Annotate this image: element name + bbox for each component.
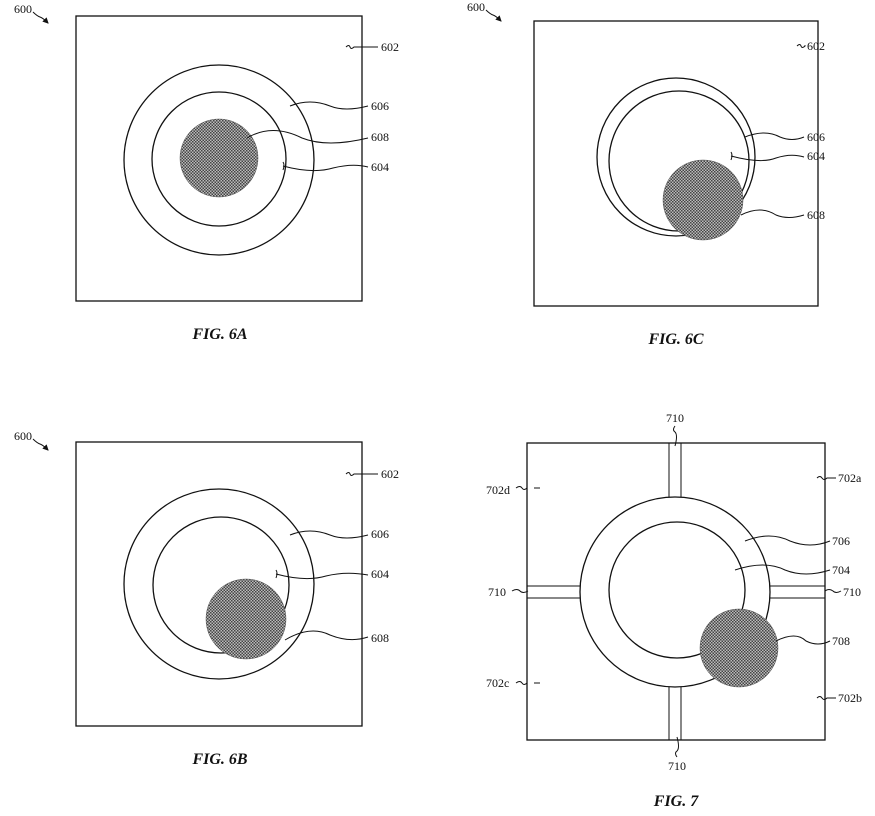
arrow-600 [32,438,49,451]
label-604: 604 [807,149,825,163]
spot-608 [205,578,287,660]
label-602: 602 [381,40,399,54]
label-608: 608 [807,208,825,222]
leader-608 [740,209,805,218]
leader-602 [796,44,807,48]
label-606: 606 [371,527,389,541]
leader-608 [284,630,369,641]
label-604: 604 [371,160,389,174]
spot-608 [179,118,259,198]
caption-fig-7: FIG. 7 [653,793,699,810]
figure-6c: 600 602 606 604 608 FIG. 6C [467,0,825,348]
label-706: 706 [832,534,850,548]
label-604: 604 [371,567,389,581]
caption-fig-6c: FIG. 6C [647,331,703,348]
leader-606 [289,530,369,539]
leader-702c [515,681,540,685]
label-606: 606 [371,99,389,113]
label-710-right: 710 [843,585,861,599]
label-702b: 702b [838,691,862,705]
arrow-600 [485,9,502,22]
label-710-bottom: 710 [668,759,686,773]
label-710-left: 710 [488,585,506,599]
leader-604 [730,151,805,162]
label-600: 600 [14,2,32,16]
label-606: 606 [807,130,825,144]
leader-608 [246,130,369,144]
leader-604 [275,569,369,580]
leader-710-bottom [675,736,679,758]
figure-6a: 600 602 606 608 604 FIG. 6A [14,2,399,343]
caption-fig-6b: FIG. 6B [191,751,247,768]
label-602: 602 [381,467,399,481]
leader-706 [744,535,831,546]
leader-708 [775,635,831,645]
leader-710-top [673,425,677,447]
spot-608 [662,159,744,241]
arrow-600 [32,11,49,24]
leader-702d [515,486,540,490]
channels-710 [527,443,825,740]
label-602: 602 [807,39,825,53]
leader-710-left [511,589,529,593]
leader-710-right [824,589,842,593]
leader-702b [816,696,836,700]
caption-fig-6a: FIG. 6A [191,326,247,343]
leader-704 [734,564,831,575]
figure-6b: 600 602 606 604 608 FIG. 6B [14,429,399,768]
label-600: 600 [14,429,32,443]
label-608: 608 [371,130,389,144]
label-708: 708 [832,634,850,648]
leader-702a [816,476,836,480]
leader-606 [289,101,369,110]
label-608: 608 [371,631,389,645]
leader-602 [345,45,378,49]
leader-602 [345,472,378,476]
label-710-top: 710 [666,411,684,425]
leader-606 [744,132,805,140]
label-600: 600 [467,0,485,14]
label-704: 704 [832,563,850,577]
label-702c: 702c [486,676,509,690]
label-702a: 702a [838,471,862,485]
label-702d: 702d [486,483,510,497]
spot-708 [699,608,779,688]
leader-604 [282,161,369,172]
figure-7: 710 710 710 710 702d 702a 702c 702b 706 … [486,411,862,810]
